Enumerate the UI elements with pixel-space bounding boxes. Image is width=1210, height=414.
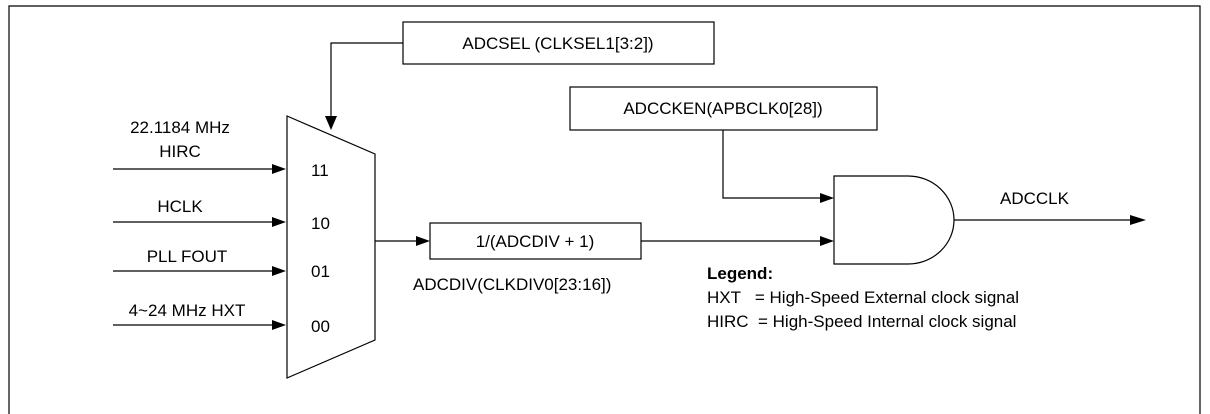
- select-box-label: ADCSEL (CLKSEL1[3:2]): [462, 34, 653, 53]
- enable-line: [722, 130, 820, 199]
- input-pll-label: PLL FOUT: [147, 247, 228, 266]
- legend-item-hirc: HIRC = High-Speed Internal clock signal: [707, 312, 1016, 331]
- input-hxt-arrowhead: [272, 320, 286, 330]
- mux-out-arrowhead: [416, 236, 430, 246]
- clock-mux: [286, 115, 376, 379]
- mux-code-10: 10: [311, 214, 330, 233]
- input-hclk-label: HCLK: [157, 197, 203, 216]
- and-gate: [833, 175, 955, 265]
- legend-title: Legend:: [707, 264, 773, 283]
- input-hirc-label-line1: 22.1184 MHz: [130, 118, 230, 137]
- mux-code-01: 01: [311, 262, 330, 281]
- output-label: ADCCLK: [1000, 189, 1070, 208]
- mux-code-11: 11: [311, 161, 329, 180]
- enable-box-label: ADCCKEN(APBCLK0[28]): [623, 99, 822, 118]
- input-hirc-arrowhead: [272, 164, 286, 174]
- mux-code-00: 00: [311, 317, 330, 336]
- input-hxt-label: 4~24 MHz HXT: [129, 301, 246, 320]
- diagram-frame: [8, 5, 1201, 414]
- output-arrowhead: [1130, 215, 1146, 225]
- divider-out-arrowhead: [820, 236, 834, 246]
- input-hclk-arrowhead: [272, 217, 286, 227]
- select-arrowhead: [325, 116, 337, 130]
- select-box: [402, 21, 715, 65]
- divider-caption-line1: ADCDIV(CLKDIV0[23:16]): [413, 275, 611, 294]
- legend-item-hxt: HXT = High-Speed External clock signal: [707, 288, 1019, 307]
- select-line: [330, 42, 403, 116]
- divider-box-label: 1/(ADCDIV + 1): [476, 232, 595, 251]
- input-pll-arrowhead: [272, 266, 286, 276]
- enable-box: [569, 86, 878, 131]
- input-hirc-label-line2: HIRC: [159, 142, 201, 161]
- enable-arrowhead: [820, 193, 834, 203]
